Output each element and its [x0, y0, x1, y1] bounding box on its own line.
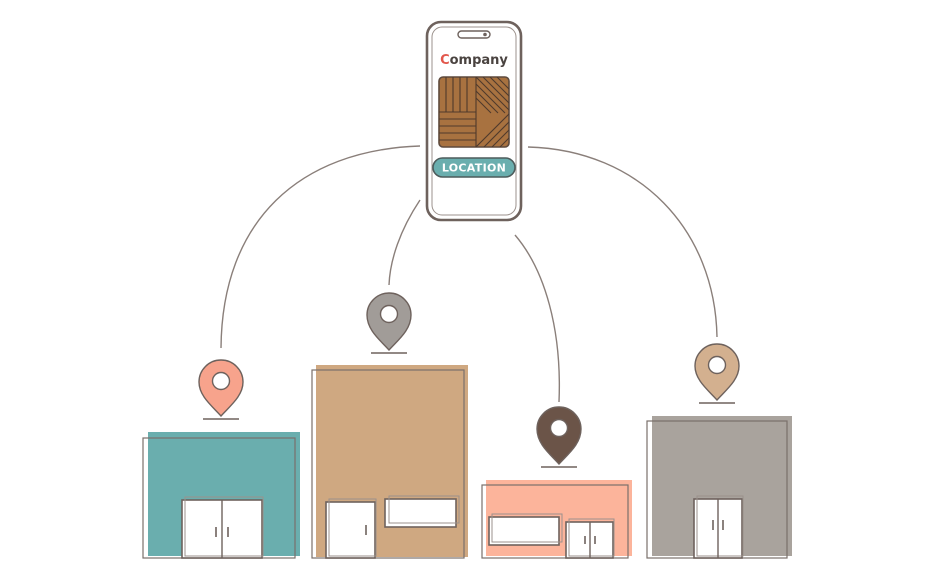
store-window: [384, 495, 460, 528]
smartphone-icon: Company: [425, 20, 523, 222]
store-building-salmon: [481, 480, 632, 559]
location-button[interactable]: LOCATION: [432, 157, 516, 178]
store-door: [181, 496, 264, 559]
store-door: [325, 498, 377, 559]
phone-speaker: [457, 30, 491, 39]
location-button-label: LOCATION: [442, 162, 506, 175]
store-window: [488, 513, 563, 546]
connection-line-tan: [388, 199, 421, 286]
connection-line-salmon: [514, 234, 561, 403]
map-pin-icon: [198, 359, 244, 420]
connection-lines: [220, 145, 718, 403]
connection-line-teal: [220, 145, 421, 349]
company-name: Company: [440, 53, 508, 68]
store-building-teal: [142, 432, 300, 559]
wood-pattern-logo-icon: [438, 76, 510, 148]
store-building-tan: [311, 365, 468, 559]
connection-line-gray: [527, 146, 718, 338]
store-door: [565, 518, 615, 559]
map-pin-icon: [536, 406, 582, 468]
store-building-gray: [646, 416, 792, 559]
store-door: [693, 495, 744, 559]
map-pin-icon: [694, 343, 740, 404]
map-pin-icon: [366, 292, 412, 354]
